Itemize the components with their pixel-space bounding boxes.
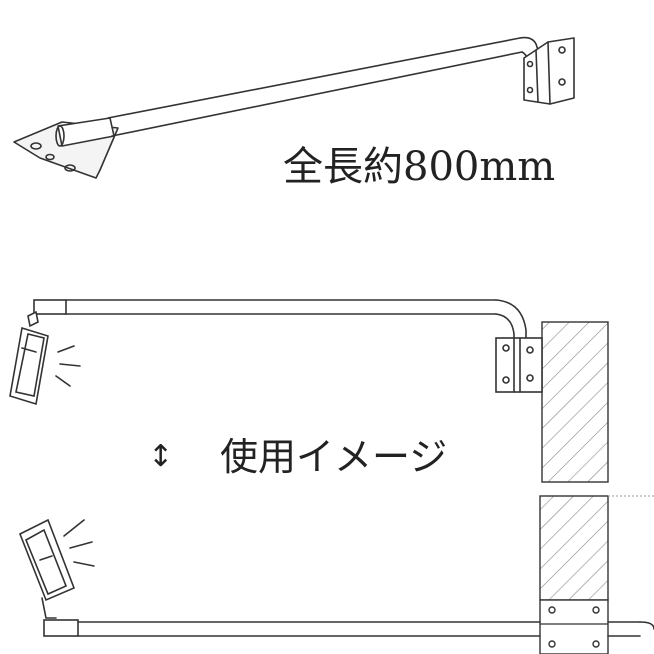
- bracket-arm-icon: [13, 36, 575, 179]
- floodlight-icon: [9, 310, 81, 406]
- usage-image-caption: 使用イメージ: [220, 435, 448, 479]
- up-down-arrow-icon: ↕: [148, 439, 174, 474]
- wall-top: [541, 321, 609, 483]
- wall-bottom: [539, 495, 654, 654]
- arm-top: [33, 299, 543, 393]
- floodlight-icon-bottom: [18, 518, 95, 619]
- overall-length-caption: 全長約800mm: [283, 144, 556, 190]
- arm-bottom: [43, 619, 654, 637]
